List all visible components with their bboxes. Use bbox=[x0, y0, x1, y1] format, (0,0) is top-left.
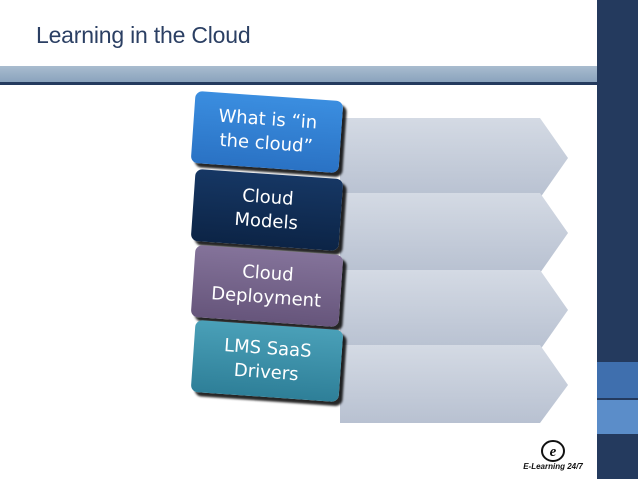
logo-letter: e bbox=[550, 444, 557, 460]
step-label: Cloud Models bbox=[233, 185, 299, 235]
side-bar-band bbox=[597, 362, 638, 398]
slide-title: Learning in the Cloud bbox=[36, 22, 251, 48]
step-label: LMS SaaS Drivers bbox=[223, 334, 313, 386]
arrow-2 bbox=[340, 193, 568, 273]
right-side-bar bbox=[597, 0, 638, 479]
logo-text: E-Learning 24/7 bbox=[523, 462, 583, 471]
side-bar-band bbox=[597, 400, 638, 434]
step-label: Cloud Deployment bbox=[210, 261, 322, 312]
step-cloud-models: Cloud Models bbox=[190, 168, 344, 252]
arrow-3 bbox=[340, 270, 568, 350]
step-label: What is “in the cloud” bbox=[217, 105, 318, 158]
arrow-1 bbox=[340, 118, 568, 198]
arrow-layer bbox=[340, 118, 568, 423]
step-what-is-cloud: What is “in the cloud” bbox=[190, 90, 344, 174]
e-learning-logo: e E-Learning 24/7 bbox=[520, 440, 586, 471]
arrow-4 bbox=[340, 345, 568, 423]
step-lms-saas-drivers: LMS SaaS Drivers bbox=[190, 319, 344, 403]
title-rule bbox=[0, 66, 597, 82]
title-rule-shadow bbox=[0, 82, 597, 85]
step-cloud-deployment: Cloud Deployment bbox=[190, 244, 344, 328]
logo-mark: e bbox=[541, 440, 565, 462]
